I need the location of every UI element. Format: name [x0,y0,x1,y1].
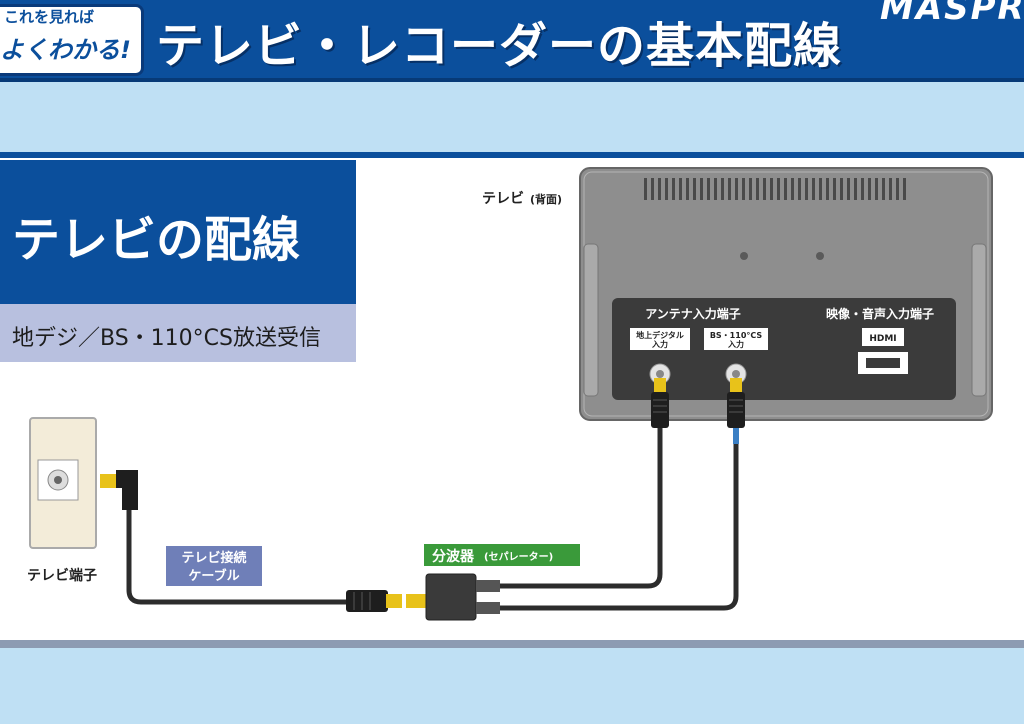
bs-port-label-line2: 入力 [727,339,744,349]
tv-connection-cable [126,510,348,605]
vent-slot [784,178,787,200]
section-subtitle: 地デジ／BS・110°CS放送受信 [12,326,321,351]
vent-slot [700,178,703,200]
vent-slot [672,178,675,200]
vent-slot [686,178,689,200]
header-divider [0,78,1024,82]
separator-label-sub: (セパレーター) [484,551,553,563]
brand-logo: MASPRO [880,0,1024,28]
vent-slot [840,178,843,200]
screw-hole [740,252,748,260]
vent-slot [875,178,878,200]
header-badge [0,4,144,76]
bs-port-label-box [704,328,768,350]
section-subtitle-box [0,304,356,362]
vent-slot [798,178,801,200]
vent-slot [742,178,745,200]
section-title-box [0,160,356,304]
terrestrial-cable [476,420,663,589]
wall-antenna-jack [29,417,97,549]
vent-slot [868,178,871,200]
wall-jack-label: テレビ端子 [27,567,97,584]
vent-slot [728,178,731,200]
vent-slot [882,178,885,200]
vent-slot [749,178,752,200]
terrestrial-port-label-line1: 地上デジタル [636,330,684,340]
cable-label-line2: ケーブル [188,568,239,584]
header-bar [0,0,1024,80]
vent-slot [693,178,696,200]
separator-device [406,573,500,621]
hdmi-label: HDMI [869,334,896,344]
separator-label: 分波器 [432,548,475,565]
vent-slot [777,178,780,200]
vent-slot [847,178,850,200]
vent-slot [770,178,773,200]
tv-label: テレビ [482,191,524,207]
screw-hole [816,252,824,260]
tv-terminal-panel [612,298,956,400]
cable-label-box [166,546,262,586]
vent-slot [665,178,668,200]
vent-slot [826,178,829,200]
vent-slot [735,178,738,200]
vent-slot [644,178,647,200]
vent-slot [833,178,836,200]
vent-slot [651,178,654,200]
panel-bottom-border [0,640,1024,648]
badge-top-text: これを見れば [4,8,95,26]
tv-label-sub: (背面) [530,192,562,206]
tv-side-handle-right [971,243,987,397]
cable-label-line1: テレビ接続 [181,550,246,566]
antenna-input-group-label: アンテナ入力端子 [645,306,741,321]
bs-plug [727,378,745,444]
vent-slot [756,178,759,200]
bs-cable [476,420,739,611]
vent-slot [707,178,710,200]
vent-slot [679,178,682,200]
page-title: テレビ・レコーダーの基本配線 [156,18,843,74]
l-plug [100,470,138,510]
vent-slot [903,178,906,200]
vent-slot [896,178,899,200]
vent-slot [861,178,864,200]
terrestrial-plug [651,378,669,428]
separator-input-plug [346,590,402,612]
tv-side-handle-left [583,243,599,397]
vent-slot [805,178,808,200]
panel-top-border [0,152,1024,158]
vent-slot [819,178,822,200]
vent-slot [721,178,724,200]
tv-back-panel [579,167,993,421]
terrestrial-port-label-box [630,328,690,350]
av-input-group-label: 映像・音声入力端子 [826,306,934,321]
terrestrial-port-label-line2: 入力 [651,339,668,349]
bs-port-label-line1: BS・110°CS [710,331,763,340]
vent-slot [791,178,794,200]
vent-slot [714,178,717,200]
hdmi-label-box [862,328,904,346]
vent-slot [854,178,857,200]
tv-vents [644,178,906,200]
separator-label-box [424,544,580,566]
vent-slot [812,178,815,200]
hdmi-port [858,352,908,374]
vent-slot [763,178,766,200]
section-title: テレビの配線 [12,212,301,268]
badge-bottom-text: よくわかる! [0,36,131,64]
vent-slot [889,178,892,200]
vent-slot [658,178,661,200]
